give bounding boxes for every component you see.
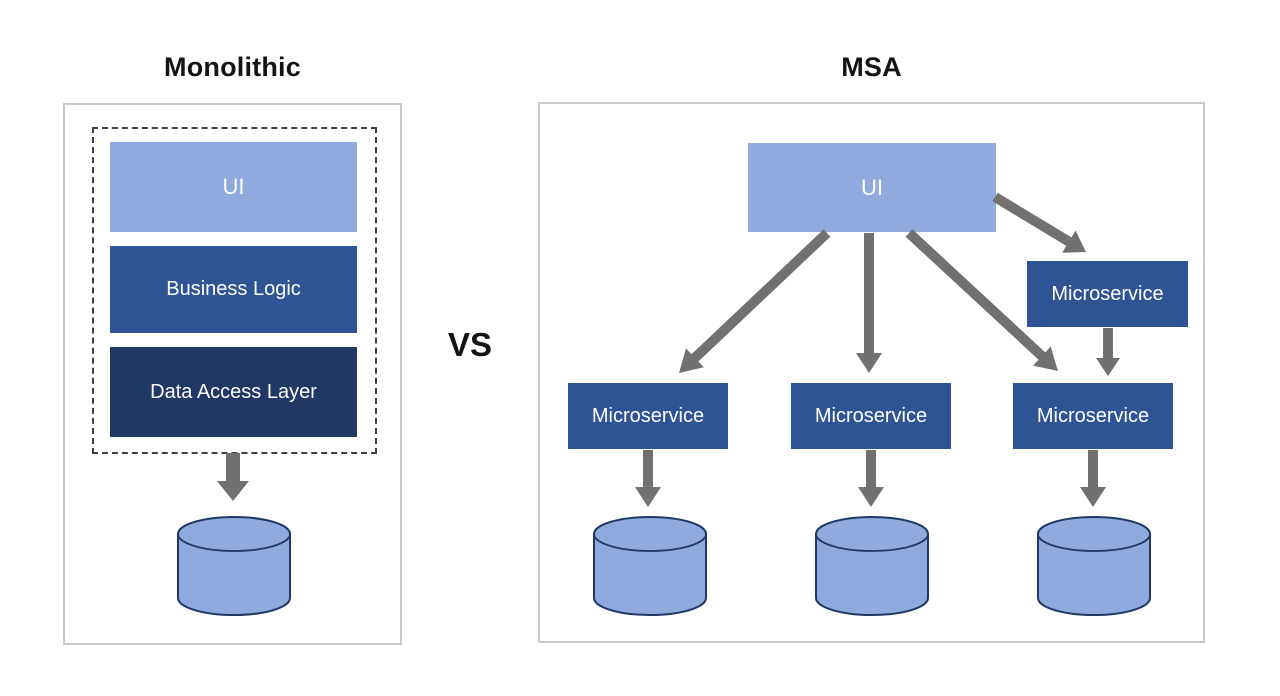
msa-microservice-3: Microservice xyxy=(1013,383,1173,449)
versus-label: VS xyxy=(447,326,493,363)
monolithic-ui-layer-label: UI xyxy=(222,174,245,199)
msa-microservice-1: Microservice xyxy=(568,383,728,449)
monolithic-business-logic-layer: Business Logic xyxy=(110,246,357,333)
msa-title: MSA xyxy=(841,52,902,82)
msa-ui-box-label: UI xyxy=(861,174,883,200)
msa-microservice-1-label: Microservice xyxy=(591,404,705,427)
msa-microservice-3-label: Microservice xyxy=(1036,404,1150,427)
monolithic-business-logic-label: Business Logic xyxy=(166,278,301,300)
msa-ui-box: UI xyxy=(748,143,996,232)
msa-microservice-2: Microservice xyxy=(791,383,951,449)
monolithic-data-access-layer: Data Access Layer xyxy=(110,347,357,437)
msa-microservice-4: Microservice xyxy=(1027,261,1188,327)
monolithic-data-access-label: Data Access Layer xyxy=(150,380,317,403)
msa-microservice-4-label: Microservice xyxy=(1051,282,1164,305)
msa-microservice-2-label: Microservice xyxy=(814,404,928,427)
monolithic-title: Monolithic xyxy=(164,52,301,82)
monolithic-ui-layer: UI xyxy=(110,142,357,232)
